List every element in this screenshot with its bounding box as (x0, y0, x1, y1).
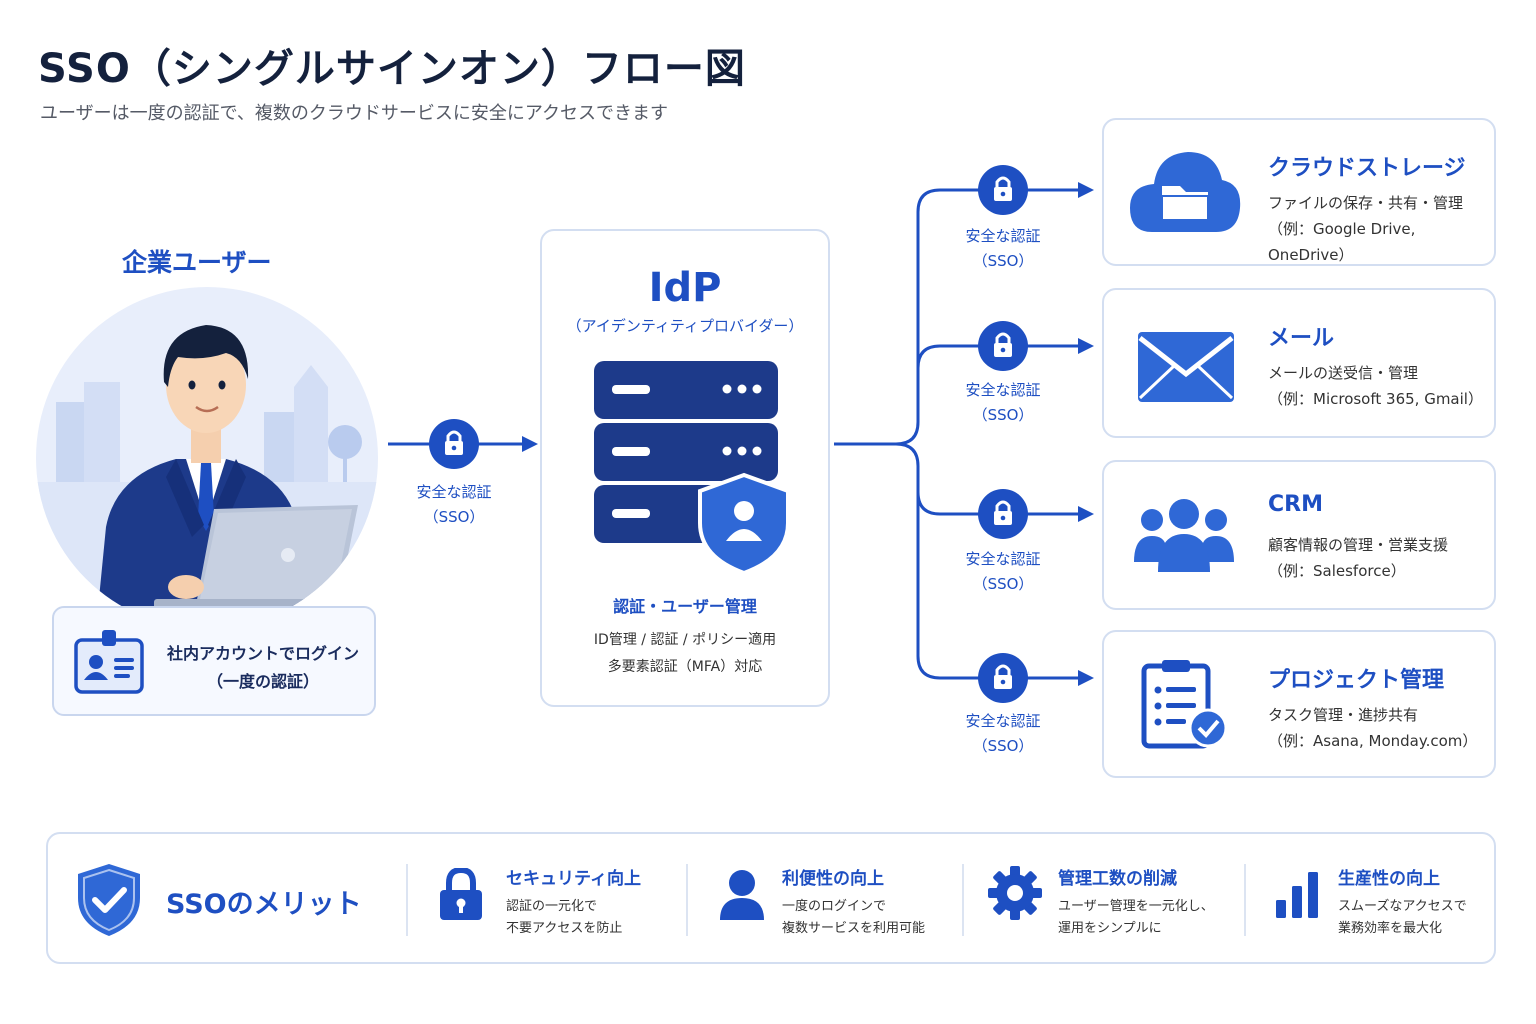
service-desc-line: メールの送受信・管理 (1268, 364, 1419, 382)
benefit-desc-line: 認証の一元化で (506, 899, 598, 914)
service-example: （例：Google Drive, OneDrive） (1268, 220, 1416, 264)
idp-subtitle: （アイデンティティプロバイダー） (566, 317, 804, 335)
sso-label-line2: （SSO） (972, 575, 1034, 593)
service-title: CRM (1268, 492, 1323, 517)
lock-badge-icon (429, 419, 479, 469)
sso-label-line1: 安全な認証 (965, 381, 1041, 399)
sso-label: 安全な認証 （SSO） (943, 224, 1063, 274)
arrow-head (1078, 506, 1094, 522)
benefit-desc-line: スムーズなアクセスで (1338, 899, 1467, 914)
benefit-desc-line: 複数サービスを利用可能 (782, 921, 926, 936)
service-description: メールの送受信・管理 （例：Microsoft 365, Gmail） (1268, 360, 1483, 412)
lock-badge-icon (978, 653, 1028, 703)
clipboard-check-icon (1141, 660, 1228, 749)
divider (962, 864, 964, 936)
benefit-desc-line: 不要アクセスを防止 (506, 921, 623, 936)
idp-description: ID管理 / 認証 / ポリシー適用 多要素認証（MFA）対応 (542, 627, 828, 681)
sso-label-line2: （SSO） (423, 508, 485, 526)
service-card-cloud-storage: クラウドストレージ ファイルの保存・共有・管理 （例：Google Drive,… (1102, 118, 1496, 266)
benefit-title: セキュリティ向上 (506, 869, 641, 889)
login-line2: （一度の認証） (206, 672, 319, 691)
lock-badge-icon (978, 165, 1028, 215)
divider (686, 864, 688, 936)
benefit-desc-line: ユーザー管理を一元化し、 (1058, 899, 1214, 914)
service-description: タスク管理・進捗共有 （例：Asana, Monday.com） (1268, 702, 1477, 754)
login-text: 社内アカウントでログイン （一度の認証） (158, 640, 368, 696)
service-card-project: プロジェクト管理 タスク管理・進捗共有 （例：Asana, Monday.com… (1102, 630, 1496, 778)
benefit-desc-line: 一度のログインで (782, 899, 887, 914)
benefit-title: 利便性の向上 (782, 869, 884, 889)
benefit-description: 一度のログインで 複数サービスを利用可能 (782, 896, 925, 940)
lock-badge-icon (978, 321, 1028, 371)
benefit-title: 管理工数の削減 (1058, 869, 1177, 889)
sso-label-line1: 安全な認証 (965, 227, 1041, 245)
service-description: ファイルの保存・共有・管理 （例：Google Drive, OneDrive） (1268, 190, 1494, 268)
lock-badge-icon (978, 489, 1028, 539)
user-heading: 企業ユーザー (122, 248, 272, 277)
benefits-title: SSOのメリット (166, 889, 362, 920)
benefit-desc-line: 運用をシンプルに (1058, 921, 1162, 936)
user-illustration (36, 287, 378, 629)
sso-label: 安全な認証 （SSO） (394, 480, 514, 530)
sso-label-line1: 安全な認証 (416, 483, 492, 501)
idp-desc-line1: ID管理 / 認証 / ポリシー適用 (593, 632, 777, 648)
sso-label: 安全な認証 （SSO） (943, 547, 1063, 597)
sso-label-line2: （SSO） (972, 252, 1034, 270)
bar-chart-icon (1276, 872, 1318, 918)
benefit-desc-line: 業務効率を最大化 (1338, 921, 1443, 936)
user-icon (720, 870, 764, 920)
service-desc-line: タスク管理・進捗共有 (1268, 706, 1419, 724)
service-title: クラウドストレージ (1268, 156, 1466, 181)
service-card-mail: メール メールの送受信・管理 （例：Microsoft 365, Gmail） (1102, 288, 1496, 438)
gear-icon (988, 866, 1042, 920)
idp-card: IdP （アイデンティティプロバイダー） 認証・ユーザー管理 ID管理 / 認証… (540, 229, 830, 707)
businessman-illustration (36, 325, 378, 629)
benefit-description: ユーザー管理を一元化し、 運用をシンプルに (1058, 896, 1214, 940)
page-title: SSO（シングルサインオン）フロー図 (38, 46, 746, 92)
service-title: プロジェクト管理 (1268, 668, 1445, 693)
service-desc-line: ファイルの保存・共有・管理 (1268, 194, 1464, 212)
cloud-folder-icon (1130, 152, 1241, 232)
sso-label-line1: 安全な認証 (965, 550, 1041, 568)
server-shield-icon (594, 361, 790, 576)
sso-label: 安全な認証 （SSO） (943, 378, 1063, 428)
sso-label-line2: （SSO） (972, 406, 1034, 424)
sso-label-line2: （SSO） (972, 737, 1034, 755)
service-card-crm: CRM 顧客情報の管理・営業支援 （例：Salesforce） (1102, 460, 1496, 610)
sso-label: 安全な認証 （SSO） (943, 709, 1063, 759)
id-badge-icon (74, 630, 144, 694)
sso-label-line1: 安全な認証 (965, 712, 1041, 730)
service-example: （例：Asana, Monday.com） (1268, 732, 1478, 750)
login-card: 社内アカウントでログイン （一度の認証） (52, 606, 376, 716)
arrow-head (1078, 338, 1094, 354)
page-subtitle: ユーザーは一度の認証で、複数のクラウドサービスに安全にアクセスできます (40, 103, 669, 124)
shield-check-icon (78, 864, 140, 936)
envelope-icon (1138, 332, 1234, 402)
service-example: （例：Microsoft 365, Gmail） (1268, 390, 1483, 408)
idp-management: 認証・ユーザー管理 (613, 597, 757, 616)
idp-title: IdP (648, 265, 722, 311)
benefits-panel: SSOのメリット セキュリティ向上 認証の一元化で 不要アクセスを防止 利便性の… (46, 832, 1496, 964)
divider (1244, 864, 1246, 936)
arrow-head (1078, 670, 1094, 686)
service-title: メール (1268, 326, 1335, 351)
benefit-description: 認証の一元化で 不要アクセスを防止 (506, 896, 622, 940)
login-line1: 社内アカウントでログイン (166, 644, 359, 663)
divider (406, 864, 408, 936)
benefit-description: スムーズなアクセスで 業務効率を最大化 (1338, 896, 1467, 940)
service-example: （例：Salesforce） (1268, 562, 1406, 580)
idp-desc-line2: 多要素認証（MFA）対応 (607, 659, 763, 675)
users-group-icon (1134, 499, 1234, 572)
arrow-head (522, 436, 538, 452)
service-description: 顧客情報の管理・営業支援 （例：Salesforce） (1268, 532, 1448, 584)
benefit-title: 生産性の向上 (1338, 869, 1440, 889)
service-desc-line: 顧客情報の管理・営業支援 (1268, 536, 1449, 554)
arrow-head (1078, 182, 1094, 198)
lock-icon (440, 868, 482, 920)
